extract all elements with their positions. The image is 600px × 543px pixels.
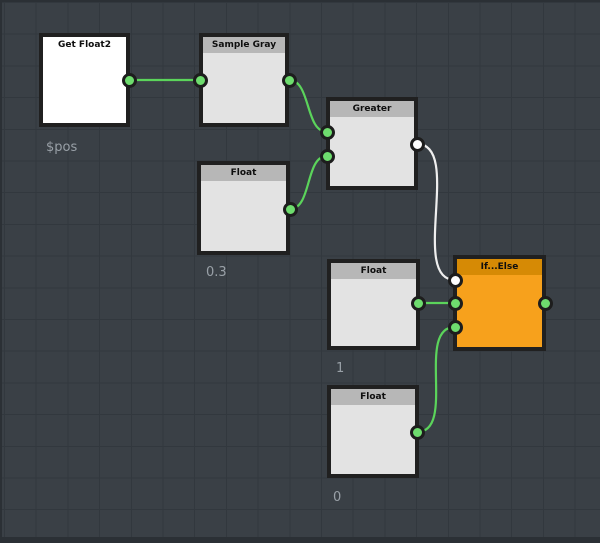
node-value-label-get-float2: $pos [46, 140, 78, 155]
canvas-edge-top [0, 0, 600, 2]
port-in-sample-gray-0[interactable] [192, 72, 208, 88]
node-float-0p3[interactable]: Float [197, 161, 290, 255]
canvas-edge-bottom [0, 537, 600, 543]
wire-greater-to-if-else[interactable] [416, 142, 456, 282]
port-out-if-else-3[interactable] [537, 295, 553, 311]
node-title: Sample Gray [203, 37, 285, 53]
node-title: Get Float2 [43, 37, 126, 53]
node-greater[interactable]: Greater [326, 97, 418, 190]
node-value-label-float-0: 0 [333, 490, 342, 505]
node-title: Float [331, 263, 416, 279]
node-value-label-float-0p3: 0.3 [206, 265, 227, 280]
wire-float-0p3-to-greater[interactable] [289, 154, 328, 211]
port-in-greater-0[interactable] [319, 124, 335, 140]
port-out-float-0p3-0[interactable] [282, 201, 298, 217]
port-in-if-else-1[interactable] [447, 295, 463, 311]
wire-float-0-to-if-else[interactable] [416, 325, 456, 434]
port-out-greater-2[interactable] [409, 136, 425, 152]
node-title: If...Else [457, 259, 542, 275]
node-float-1[interactable]: Float [327, 259, 420, 350]
wire-sample-gray-to-greater[interactable] [288, 78, 328, 134]
node-title: Float [331, 389, 415, 405]
port-in-if-else-0[interactable] [447, 272, 463, 288]
port-out-float-0-0[interactable] [409, 424, 425, 440]
node-title: Greater [330, 101, 414, 117]
node-value-label-float-1: 1 [336, 361, 345, 376]
canvas-edge-left [0, 0, 2, 543]
port-in-greater-1[interactable] [319, 148, 335, 164]
port-out-float-1-0[interactable] [410, 295, 426, 311]
node-title: Float [201, 165, 286, 181]
port-out-get-float2-0[interactable] [121, 72, 137, 88]
port-out-sample-gray-1[interactable] [281, 72, 297, 88]
port-in-if-else-2[interactable] [447, 319, 463, 335]
